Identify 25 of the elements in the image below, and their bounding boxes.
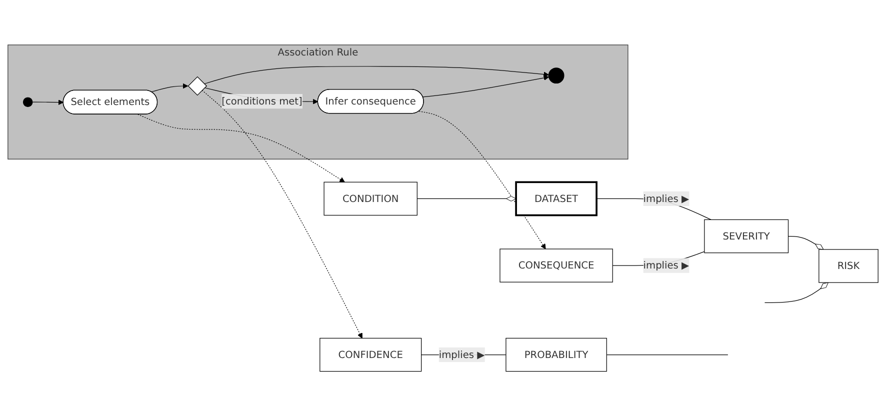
edge-label: implies ▶: [643, 192, 690, 204]
edge-label: implies ▶: [438, 348, 485, 360]
arrow: [418, 110, 546, 250]
connector: [416, 196, 516, 202]
edge-label: implies ▶: [643, 259, 690, 271]
arrow: [150, 83, 188, 92]
node-box: DATASET: [515, 181, 598, 216]
arrow: [202, 90, 362, 338]
node-box: CONDITION: [324, 182, 418, 216]
node-box: PROBABILITY: [506, 338, 607, 372]
node-box: RISK: [818, 249, 878, 283]
node-box: SEVERITY: [704, 219, 789, 253]
node-circle: [22, 97, 33, 107]
connector: [606, 354, 728, 355]
node-circle: [548, 67, 564, 84]
arrow: [138, 114, 345, 182]
node-box: CONSEQUENCE: [500, 248, 613, 282]
arrow: [32, 99, 64, 105]
arrow: [422, 75, 549, 98]
node-box: CONFIDENCE: [320, 338, 422, 372]
connector: [788, 236, 824, 250]
edge-label: [conditions met]: [222, 95, 302, 107]
arrow: [204, 66, 549, 84]
node-diamond: [188, 76, 208, 96]
connector: [764, 282, 829, 303]
